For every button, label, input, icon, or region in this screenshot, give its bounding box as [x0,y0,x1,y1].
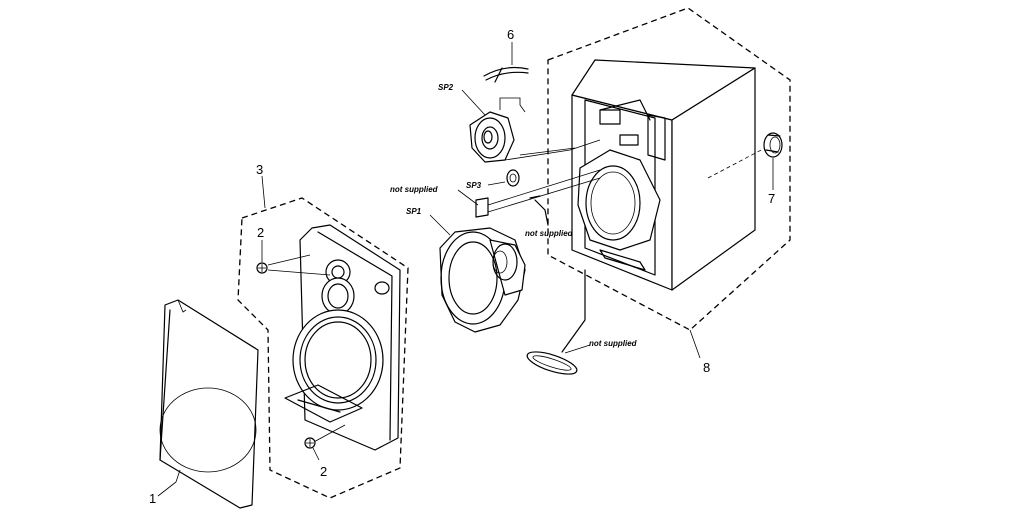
label-sp3: SP3 [466,181,482,190]
front-grille [159,299,259,509]
speaker-cabinet [547,7,791,331]
label-part-2-top: 2 [257,225,264,240]
tweeter-sp2 [461,89,601,163]
screw-top [256,262,268,274]
port-cap [763,132,783,158]
label-sp2: SP2 [438,83,454,92]
label-part-6: 6 [507,27,514,42]
leader-lines [157,158,774,497]
woofer-sp1 [429,195,549,333]
label-part-3: 3 [256,162,263,177]
ring-sp3 [487,169,520,187]
bracket-not-supplied [457,169,601,218]
label-not-supplied-screw: not supplied [525,229,574,238]
label-not-supplied-tie: not supplied [589,339,638,348]
wire-harness [483,42,529,83]
screw-bottom [304,437,316,449]
label-part-2-bottom: 2 [320,464,327,479]
cable-tie [526,269,591,375]
label-not-supplied-bracket: not supplied [390,185,439,194]
label-part-7: 7 [768,191,775,206]
label-part-8: 8 [703,360,710,375]
front-baffle [237,197,409,499]
label-part-1: 1 [149,491,156,506]
label-sp1: SP1 [406,207,422,216]
